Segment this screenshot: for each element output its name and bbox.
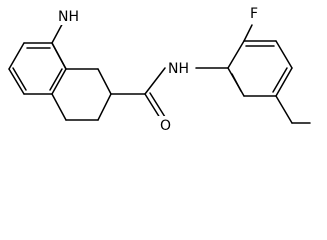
bond [49,68,63,91]
label-mask [158,116,172,134]
label-mask [248,4,260,22]
oxygen-label: O [160,118,171,134]
bond [12,67,27,91]
bond [144,93,161,119]
bond-lines [8,16,311,124]
bond [227,40,245,69]
bond [144,67,166,95]
bond [275,40,293,69]
label-mask [56,7,83,25]
bond [8,68,25,95]
fluorine-label: F [250,6,258,22]
bond [97,93,112,121]
bond [51,42,67,70]
bond [8,42,25,70]
amide-nh-label: NH [168,61,189,77]
bond [51,68,67,95]
ring-nh-label: NH [58,9,79,25]
bond [275,67,293,97]
bond [272,67,288,93]
bond [51,93,67,121]
bond [243,24,253,42]
chemical-structure-diagram: NH NH O F [8,4,311,134]
bond [97,68,112,95]
bond [275,95,293,124]
bond [149,92,166,118]
bond [231,73,242,92]
atom-labels: NH NH O F [56,4,260,134]
label-mask [166,59,194,77]
